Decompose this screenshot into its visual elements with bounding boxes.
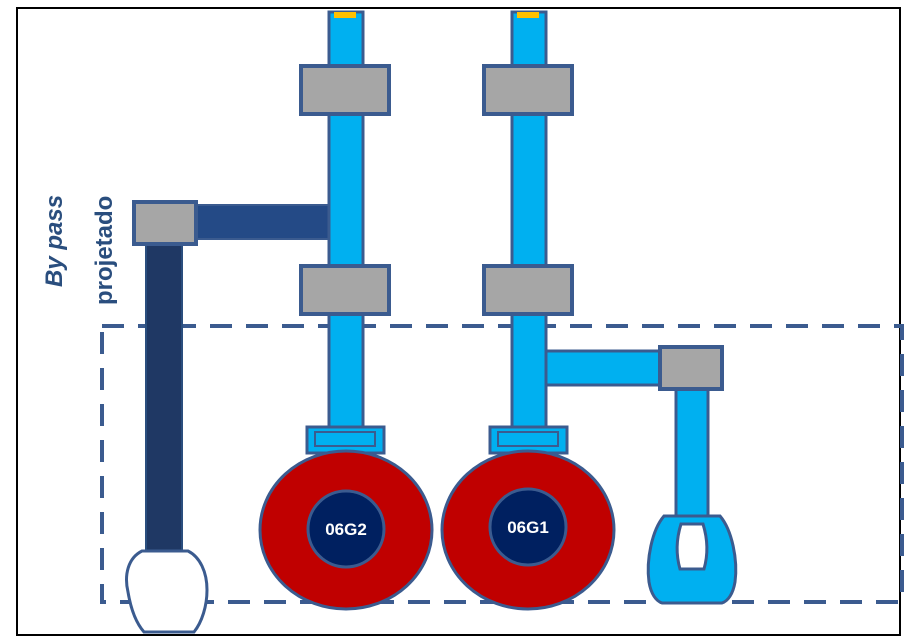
flange-06g2 — [305, 425, 386, 455]
frame-border — [16, 7, 901, 636]
bypass-title-label: By pass — [41, 195, 68, 287]
flange-inner-06g2 — [314, 431, 376, 447]
branch-suction-line — [646, 345, 738, 605]
flow-marker-06g2 — [334, 12, 356, 18]
bypass-vertical-pipe — [145, 237, 183, 563]
branch-valve — [658, 345, 724, 391]
pump-impeller-06g2 — [306, 489, 386, 569]
suction-opening — [675, 522, 709, 571]
pump-column-06g2: 06G2 — [258, 10, 434, 611]
pump-label-06g1: 06G1 — [507, 518, 549, 537]
branch-horizontal-pipe — [541, 349, 665, 387]
bypass-subtitle-label: projetado — [91, 196, 118, 305]
lower-valve-06g2 — [299, 264, 391, 316]
bypass-horizontal-pipe — [195, 204, 333, 240]
bypass-suction-inlet — [125, 549, 209, 634]
pump-label-06g2: 06G2 — [325, 520, 367, 539]
lower-valve-06g1 — [482, 264, 574, 316]
pump-column-06g1: 06G1 — [440, 10, 665, 611]
bypass-line — [125, 200, 333, 634]
pump-impeller-06g1 — [488, 487, 568, 567]
upper-valve-06g2 — [299, 64, 391, 116]
branch-vertical-pipe — [674, 383, 710, 525]
upper-valve-06g1 — [482, 64, 574, 116]
flow-marker-06g1 — [517, 12, 539, 18]
flange-inner-06g1 — [497, 431, 559, 447]
flange-06g1 — [488, 425, 569, 455]
bypass-valve — [132, 200, 198, 246]
